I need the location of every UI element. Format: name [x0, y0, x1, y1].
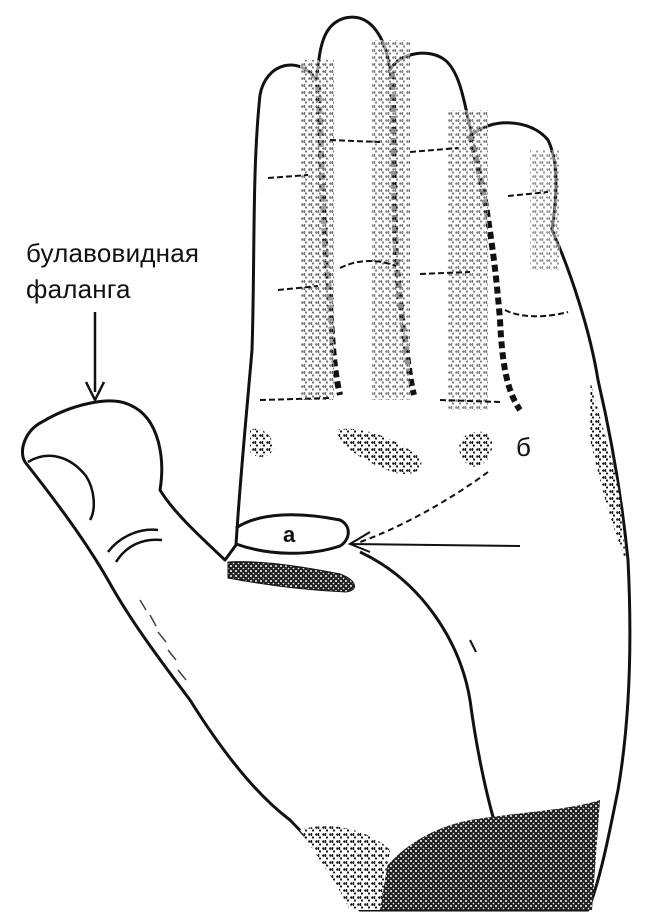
- marker-label-a: а: [283, 522, 295, 548]
- callout-label-line2: фаланга: [26, 274, 131, 305]
- marker-label-b: б: [516, 432, 531, 463]
- callout-label-line1: булавовидная: [26, 238, 199, 269]
